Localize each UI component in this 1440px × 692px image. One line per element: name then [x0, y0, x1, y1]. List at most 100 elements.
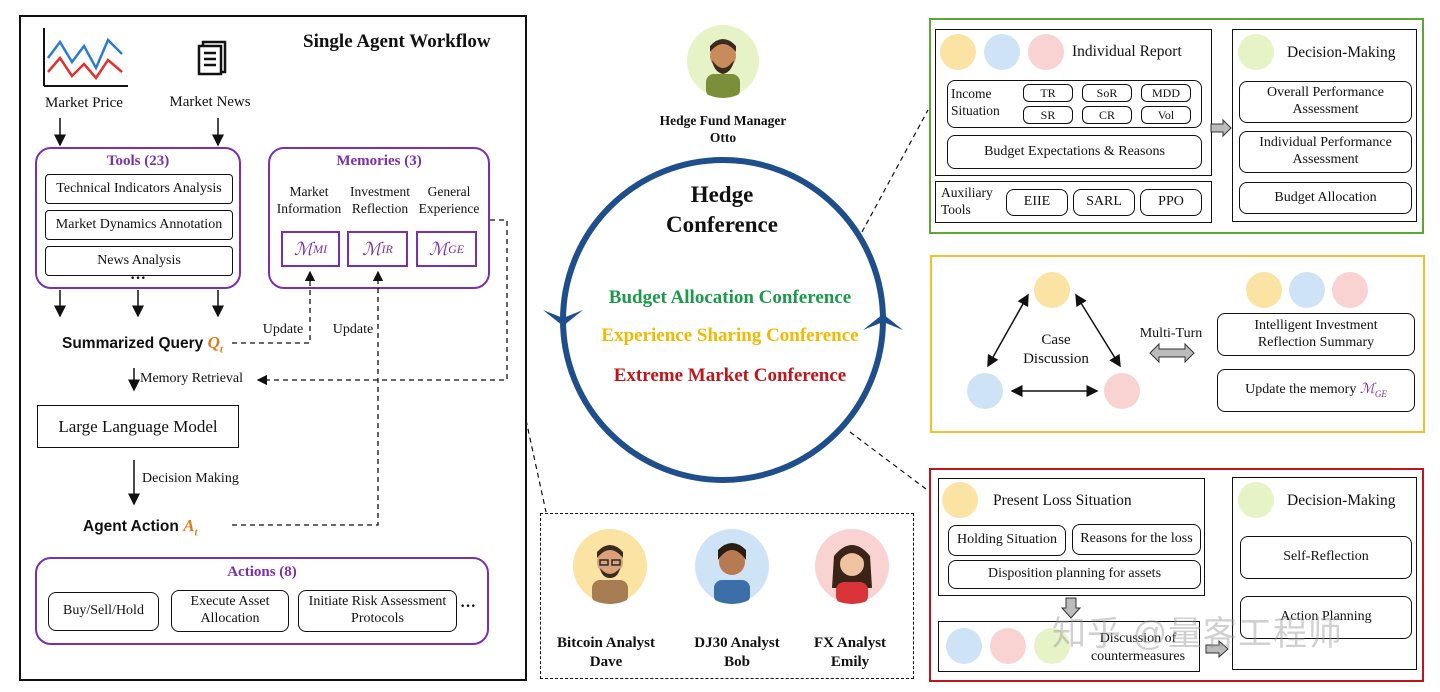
- update-memory-box: Update the memory ℳGE: [1217, 369, 1415, 412]
- memory-mi-symbol: ℳ: [293, 238, 314, 259]
- analyst-bitcoin-role: Bitcoin Analyst: [557, 635, 655, 651]
- case-avatar-top: [1034, 272, 1070, 308]
- metric-cr: CR: [1082, 106, 1132, 124]
- report-avatar-2: [984, 34, 1020, 70]
- conference-ring: [543, 154, 903, 486]
- case-discussion-label: Case Discussion: [1023, 332, 1089, 367]
- report-avatar-1: [940, 34, 976, 70]
- memory-ge-subscript: GE: [448, 241, 465, 256]
- analyst-dj30-role: DJ30 Analyst: [694, 635, 780, 651]
- summary-avatar-2: [1289, 272, 1325, 308]
- extreme-decision-title: Decision-Making: [1287, 492, 1396, 509]
- loss-avatar: [942, 482, 978, 518]
- summary-avatar-1: [1246, 272, 1282, 308]
- panel-title: Single Agent Workflow: [303, 31, 491, 52]
- analyst-fx-name: Emily: [830, 654, 870, 670]
- metric-sr: SR: [1023, 106, 1073, 124]
- conference-budget-allocation: Budget Allocation Conference: [608, 287, 852, 308]
- analyst-fx-role: FX Analyst: [813, 635, 887, 651]
- bitcoin-analyst-avatar: [572, 528, 648, 604]
- summarized-query: Summarized Query Qt: [62, 333, 223, 355]
- discussion-avatar-2: [990, 628, 1026, 664]
- memory-label-general-experience: General Experience: [418, 184, 480, 216]
- action-execute-asset-allocation: Execute Asset Allocation: [171, 590, 289, 632]
- summarized-query-label: Summarized Query: [62, 335, 204, 352]
- watermark: 知乎 @量客工程师: [1052, 615, 1343, 653]
- conference-experience-sharing: Experience Sharing Conference: [601, 325, 859, 346]
- income-situation-label: Income Situation: [951, 86, 1000, 118]
- single-agent-workflow-panel: [19, 15, 527, 681]
- budget-expectations-box: Budget Expectations & Reasons: [947, 135, 1202, 169]
- metric-mdd: MDD: [1141, 84, 1191, 102]
- analyst-dj30-name: Bob: [724, 654, 750, 670]
- tool-technical-indicators: Technical Indicators Analysis: [45, 174, 233, 204]
- tool-market-dynamics: Market Dynamics Annotation: [45, 210, 233, 240]
- tools-group: Tools (23): [35, 147, 241, 289]
- memories-title: Memories (3): [336, 153, 422, 169]
- market-price-label: Market Price: [45, 95, 123, 111]
- action-buy-sell-hold: Buy/Sell/Hold: [48, 592, 159, 631]
- update-memory-label: Update the memory: [1245, 382, 1357, 398]
- market-price-chart-icon: [40, 28, 130, 90]
- discussion-avatar-3: [1034, 628, 1070, 664]
- memory-mi-subscript: MI: [313, 241, 328, 256]
- memories-group: Memories (3): [268, 147, 490, 289]
- dj30-analyst-avatar: [694, 528, 770, 604]
- decision-overall-performance: Overall Performance Assessment: [1239, 81, 1412, 123]
- summary-avatar-3: [1332, 272, 1368, 308]
- present-loss-title: Present Loss Situation: [993, 492, 1132, 509]
- actions-group: Actions (8): [35, 557, 489, 645]
- metric-sor: SoR: [1082, 84, 1132, 102]
- tool-news-analysis: News Analysis: [45, 246, 233, 276]
- discussion-label: Discussion of countermeasures: [1090, 631, 1186, 664]
- agent-action: Agent Action At: [83, 516, 198, 538]
- multi-turn-double-arrow: [1149, 342, 1195, 364]
- market-news-label: Market News: [169, 94, 251, 110]
- decision-self-reflection: Self-Reflection: [1240, 536, 1412, 579]
- action-initiate-risk-assessment: Initiate Risk Assessment Protocols: [298, 590, 457, 632]
- discussion-avatar-1: [946, 628, 982, 664]
- actions-title: Actions (8): [227, 564, 297, 580]
- news-document-icon: [197, 40, 229, 76]
- memory-label-market-information: Market Information: [276, 184, 342, 216]
- manager-name: Otto: [709, 130, 737, 145]
- update-memory-symbol: ℳGE: [1359, 381, 1387, 399]
- metric-vol: Vol: [1141, 106, 1191, 124]
- tool-eiie: EIIE: [1006, 189, 1068, 216]
- update-label-2: Update: [332, 322, 374, 337]
- update-label-1: Update: [262, 322, 304, 337]
- case-avatar-right: [1104, 373, 1140, 409]
- holding-situation-box: Holding Situation: [948, 525, 1066, 556]
- agent-action-label: Agent Action: [83, 518, 179, 535]
- actions-ellipsis: ···: [460, 598, 477, 615]
- report-avatar-3: [1028, 34, 1064, 70]
- memory-ir-subscript: IR: [381, 241, 393, 256]
- memory-retrieval-label: Memory Retrieval: [140, 371, 244, 386]
- conference-extreme-market: Extreme Market Conference: [613, 365, 847, 386]
- conference-title: Hedge Conference: [666, 182, 778, 237]
- action-symbol: At: [183, 516, 198, 539]
- tool-sarl: SARL: [1073, 189, 1135, 216]
- memory-ge-symbol: ℳ: [428, 238, 449, 259]
- budget-decision-title: Decision-Making: [1287, 44, 1396, 61]
- disposition-planning-box: Disposition planning for assets: [948, 560, 1201, 589]
- loss-to-discussion-arrow: [1060, 597, 1082, 619]
- case-avatar-left: [967, 373, 1003, 409]
- extreme-decision-avatar: [1238, 482, 1274, 518]
- large-language-model-box: Large Language Model: [37, 405, 239, 448]
- decision-action-planning: Action Planning: [1240, 596, 1412, 639]
- tool-ppo: PPO: [1140, 189, 1202, 216]
- budget-decision-avatar: [1238, 34, 1274, 70]
- reflection-summary-box: Intelligent Investment Reflection Summar…: [1217, 313, 1415, 356]
- multi-turn-label: Multi-Turn: [1139, 326, 1203, 341]
- metric-tr: TR: [1023, 84, 1073, 102]
- discussion-to-decision-arrow: [1205, 639, 1229, 659]
- report-to-decision-arrow: [1210, 118, 1232, 138]
- memory-label-investment-reflection: Investment Reflection: [350, 184, 410, 216]
- decision-individual-performance: Individual Performance Assessment: [1239, 131, 1412, 173]
- memory-ir-symbol: ℳ: [362, 238, 382, 259]
